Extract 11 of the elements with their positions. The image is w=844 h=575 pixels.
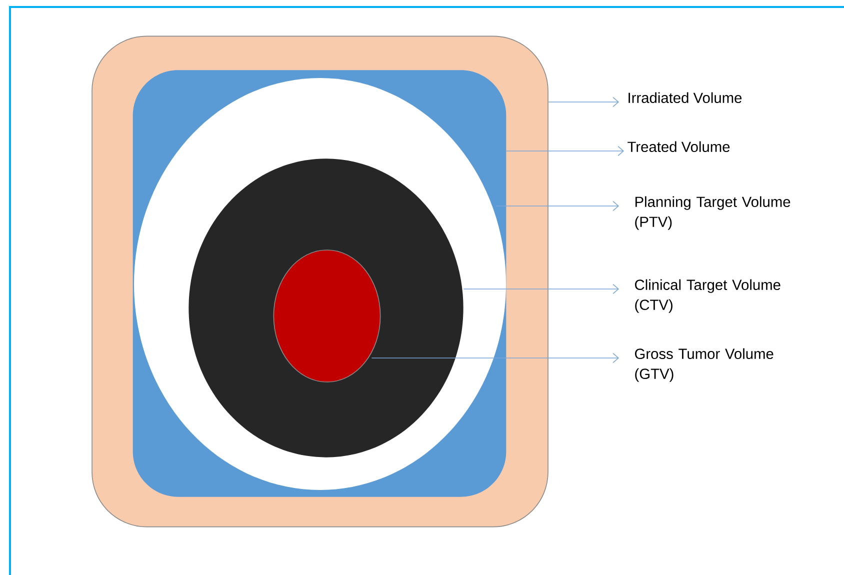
leader-arrow (506, 146, 624, 156)
volume-label: Irradiated Volume (628, 92, 742, 104)
volume-label: Clinical Target Volume (CTV) (635, 279, 780, 313)
volume-label: Planning Target Volume (PTV) (635, 196, 790, 230)
leader-arrow (371, 352, 619, 364)
ellipse (273, 250, 381, 382)
leader-arrow (548, 96, 619, 108)
leader-arrow (463, 284, 619, 294)
leader-arrow (496, 200, 619, 212)
volume-label: Gross Tumor Volume (GTV) (635, 348, 774, 382)
volume-label: Treated Volume (628, 141, 730, 152)
